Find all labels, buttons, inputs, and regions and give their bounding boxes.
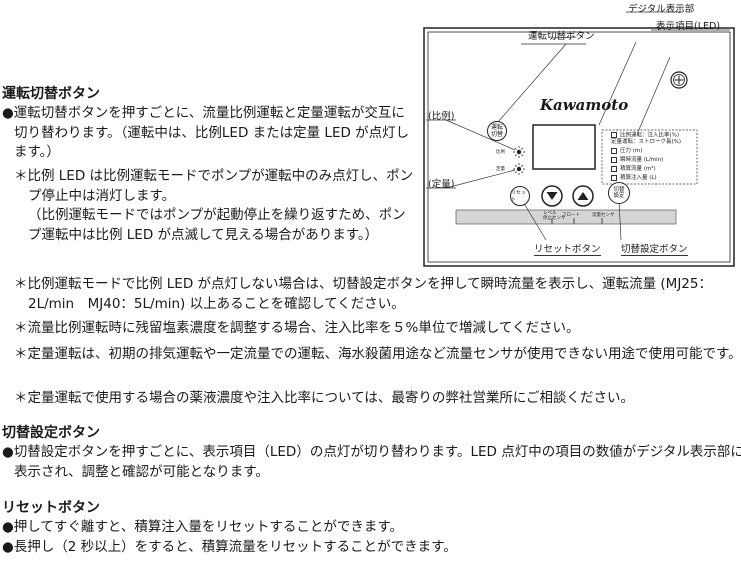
label-display-items: 表示項目(LED) (656, 21, 721, 32)
label-constant: (定量) (428, 179, 455, 190)
digital-display (532, 124, 596, 170)
sensor-strip (455, 209, 677, 225)
label-digital-display: デジタル表示部 (628, 4, 695, 15)
strip-label-flow-sensor: 流量センサ (592, 213, 615, 218)
label-mode-button: 運転切替ボタン (528, 31, 595, 42)
section-heading-reset-button: リセットボタン (2, 500, 100, 516)
legend-label: 積算注入量 (L) (620, 175, 657, 181)
strip-label-level: レベル 停止センサ (543, 211, 566, 221)
kawamoto-logo: Kawamoto (540, 96, 629, 114)
mode-switch-button[interactable]: 運転 切替 (487, 121, 507, 141)
led-proportional-label: 比例 (496, 150, 505, 155)
label-switch-setting-button: 切替設定ボタン (621, 241, 688, 256)
control-panel-diagram: 運転切替ボタン デジタル表示部 表示項目(LED) (比例) (定量) Kawa… (416, 0, 741, 280)
reset-long-press: ●長押し（2 秒以上）をすると、積算流量をリセットすることができます。 (2, 539, 457, 555)
note-proportional-led-detail: （比例運転モードではポンプが起動停止を繰り返すため、ポンプ運転中は比例 LED … (28, 207, 406, 243)
switch-setting-description: ●切替設定ボタンを押すごとに、表示項目（LED）の点灯が切り替わります。LED … (2, 444, 741, 480)
down-arrow-button-icon (541, 185, 563, 207)
reset-short-press: ●押してすぐ離すと、積算注入量をリセットすることができます。 (2, 519, 403, 535)
legend-item: 圧力 (m) (611, 146, 642, 154)
strip-label-float: フロート (562, 213, 580, 218)
note-constant-operation: ＊定量運転は、初期の排気運転や一定流量での運転、海水殺菌用途など流量センサが使用… (14, 346, 741, 362)
mode-button-description: ●運転切替ボタンを押すごとに、流量比例運転と定量運転が交互に切り替わります。（運… (2, 105, 410, 160)
reset-button[interactable]: リセット (510, 186, 530, 206)
section-heading-mode-button: 運転切替ボタン (2, 86, 100, 102)
label-reset-button: リセットボタン (534, 241, 601, 256)
note-led-not-lit: ＊比例運転モードで比例 LED が点灯しない場合は、切替設定ボタンを押して瞬時流… (14, 276, 712, 312)
note-proportional-led: ＊比例 LED は比例運転モードでポンプが運転中のみ点灯し、ポンプ停止中は消灯し… (14, 168, 414, 204)
led-constant-icon (513, 163, 525, 175)
led-proportional-icon (513, 146, 525, 158)
legend-label: 圧力 (m) (620, 148, 643, 154)
section-heading-switch-setting: 切替設定ボタン (2, 425, 100, 441)
led-constant-label: 定量 (496, 167, 505, 172)
legend-item: 積算注入量 (L) (611, 173, 657, 181)
note-injection-ratio: ＊流量比例運転時に残留塩素濃度を調整する場合、注入比率を５%単位で増減してくださ… (14, 320, 580, 336)
legend-label: 瞬時流量 (L/min) (620, 157, 664, 163)
legend-item: 瞬時流量 (L/min) (611, 155, 663, 163)
legend-label: 積算流量 (m³) (620, 166, 656, 172)
label-proportional: (比例) (428, 111, 455, 122)
legend-item: 積算流量 (m³) (611, 164, 656, 172)
up-arrow-button-icon (572, 185, 594, 207)
panel-drawing (423, 11, 735, 267)
legend-label: 比例運転：注入比率(%) 定量運転：ストローク長(%) (611, 132, 682, 145)
note-consult-office: ＊定量運転で使用する場合の薬液濃度や注入比率については、最寄りの弊社営業所にご相… (14, 390, 635, 406)
switch-setting-button[interactable]: 切替 設定 (608, 182, 630, 204)
legend-item: 比例運転：注入比率(%) 定量運転：ストローク長(%) (611, 132, 681, 145)
